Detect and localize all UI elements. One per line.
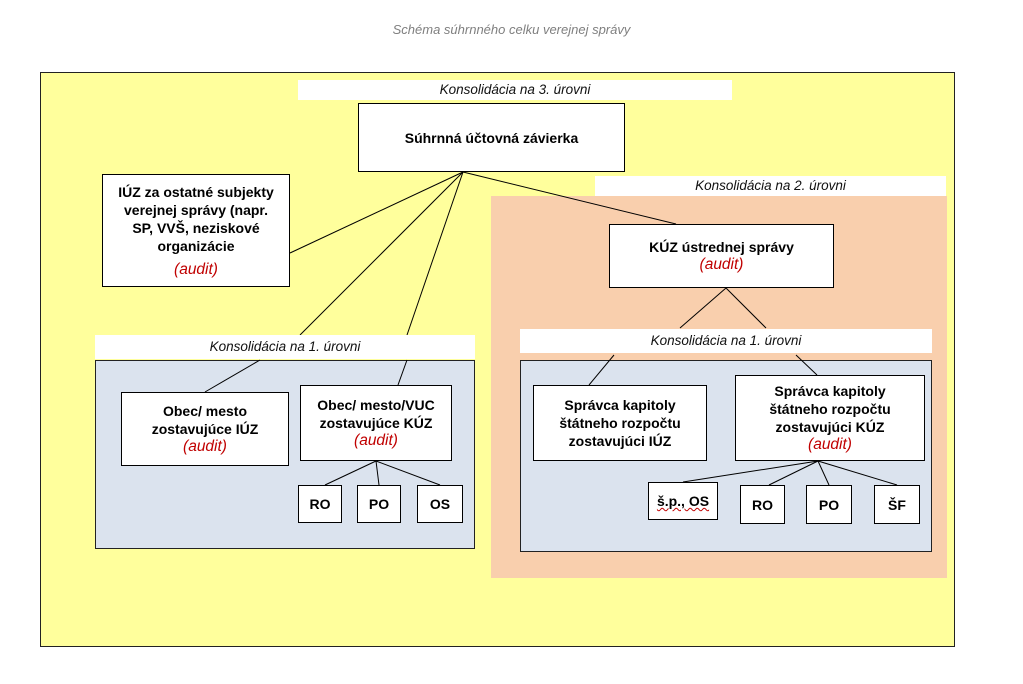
connector-root-municipality-iuz	[299, 171, 464, 336]
connector-band-municipality-iuz	[204, 359, 261, 393]
band-left-level-1: Konsolidácia na 1. úrovni	[95, 335, 475, 359]
municipality-kuz-box: Obec/ mesto/VUC zostavujúce KÚZ (audit)	[300, 385, 452, 461]
chapter-iuz-label: Správca kapitoly štátneho rozpočtu zosta…	[559, 397, 681, 449]
municipality-kuz-audit: (audit)	[354, 432, 398, 449]
chapter-kuz-audit: (audit)	[808, 436, 852, 453]
connector-chapter-sf	[817, 460, 898, 486]
left-child-ro-label: RO	[309, 496, 331, 512]
band-level-3: Konsolidácia na 3. úrovni	[298, 80, 732, 100]
connector-root-municipality-kuz	[406, 171, 464, 336]
left-child-po: PO	[357, 485, 401, 523]
left-child-ro: RO	[298, 485, 342, 523]
summary-financial-statement-label: Súhrnná účtovná závierka	[404, 129, 579, 146]
band-level-2: Konsolidácia na 2. úrovni	[595, 176, 946, 196]
right-child-ro: RO	[740, 485, 785, 524]
right-child-po-label: PO	[818, 496, 840, 513]
central-government-kuz-label: KÚZ ústrednej správy	[649, 239, 794, 255]
diagram-caption: Schéma súhrnného celku verejnej správy	[392, 22, 631, 37]
connector-chapter-sp	[682, 460, 819, 483]
right-child-ro-label: RO	[752, 496, 773, 513]
connector-band-municipality-kuz	[397, 359, 408, 386]
municipality-iuz-label: Obec/ mesto zostavujúce IÚZ	[151, 403, 259, 437]
connector-root-central	[462, 171, 677, 225]
left-child-os: OS	[417, 485, 463, 523]
municipality-iuz-box: Obec/ mesto zostavujúce IÚZ (audit)	[121, 392, 289, 466]
right-child-sf: ŠF	[874, 485, 920, 524]
connector-kuz-os	[375, 460, 441, 486]
connector-kuz-ro	[324, 460, 377, 486]
chapter-kuz-label: Správca kapitoly štátneho rozpočtu zosta…	[769, 383, 891, 435]
central-government-kuz-audit: (audit)	[699, 256, 744, 273]
right-child-sf-label: ŠF	[888, 496, 906, 513]
connector-central-chapter-kuz	[725, 287, 767, 329]
municipality-iuz-audit: (audit)	[183, 438, 227, 455]
connector-band-chapter-kuz	[795, 354, 818, 376]
connector-root-other	[289, 171, 464, 254]
connector-central-chapter-iuz	[679, 287, 727, 329]
band-right-level-1: Konsolidácia na 1. úrovni	[520, 329, 932, 353]
right-child-po: PO	[806, 485, 852, 524]
municipality-kuz-label: Obec/ mesto/VUC zostavujúce KÚZ	[317, 397, 435, 431]
connector-chapter-po	[817, 460, 830, 486]
summary-financial-statement-box: Súhrnná účtovná závierka	[358, 103, 625, 172]
other-entities-label: IÚZ za ostatné subjekty verejnej správy …	[118, 183, 274, 254]
chapter-kuz-box: Správca kapitoly štátneho rozpočtu zosta…	[735, 375, 925, 461]
left-child-os-label: OS	[429, 496, 451, 512]
chapter-iuz-box: Správca kapitoly štátneho rozpočtu zosta…	[533, 385, 707, 461]
right-child-sp-os-label: š.p., OS	[656, 493, 710, 509]
left-child-po-label: PO	[368, 496, 390, 512]
right-child-sp-os: š.p., OS	[648, 482, 718, 520]
connector-band-chapter-iuz	[588, 354, 615, 386]
connector-kuz-po	[375, 460, 380, 486]
central-government-kuz-box: KÚZ ústrednej správy (audit)	[609, 224, 834, 288]
other-entities-audit: (audit)	[174, 260, 218, 278]
other-entities-box: IÚZ za ostatné subjekty verejnej správy …	[102, 174, 290, 287]
connector-chapter-ro	[768, 460, 819, 486]
